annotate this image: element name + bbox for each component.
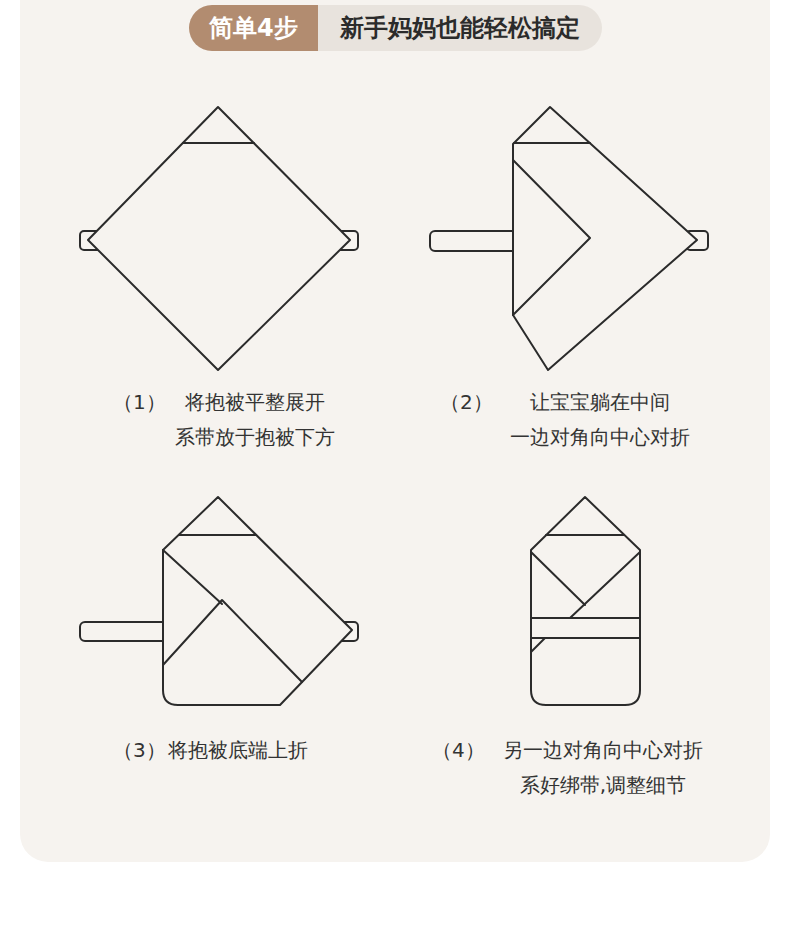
step-number: （4） — [432, 733, 485, 768]
blanket-step-2 — [430, 107, 708, 370]
title-pill: 简单4步新手妈妈也能轻松搞定 — [189, 5, 602, 51]
step-number: （3） — [113, 733, 166, 768]
step-caption: 让宝宝躺在中间 一边对角向中心对折 — [480, 385, 720, 455]
blanket-step-1 — [80, 107, 358, 370]
title-badge: 简单4步 — [189, 5, 318, 51]
step-number: （1） — [113, 385, 166, 420]
title-subtitle: 新手妈妈也能轻松搞定 — [318, 5, 602, 51]
background-panel — [20, 0, 770, 862]
step-number: （2） — [440, 385, 493, 420]
step-caption: 将抱被底端上折 — [168, 733, 388, 768]
step-caption: 另一边对角向中心对折 系好绑带,调整细节 — [483, 733, 723, 803]
blanket-step-3 — [80, 497, 358, 705]
blanket-step-4 — [531, 497, 640, 705]
step-caption: 将抱被平整展开 系带放于抱被下方 — [145, 385, 365, 455]
